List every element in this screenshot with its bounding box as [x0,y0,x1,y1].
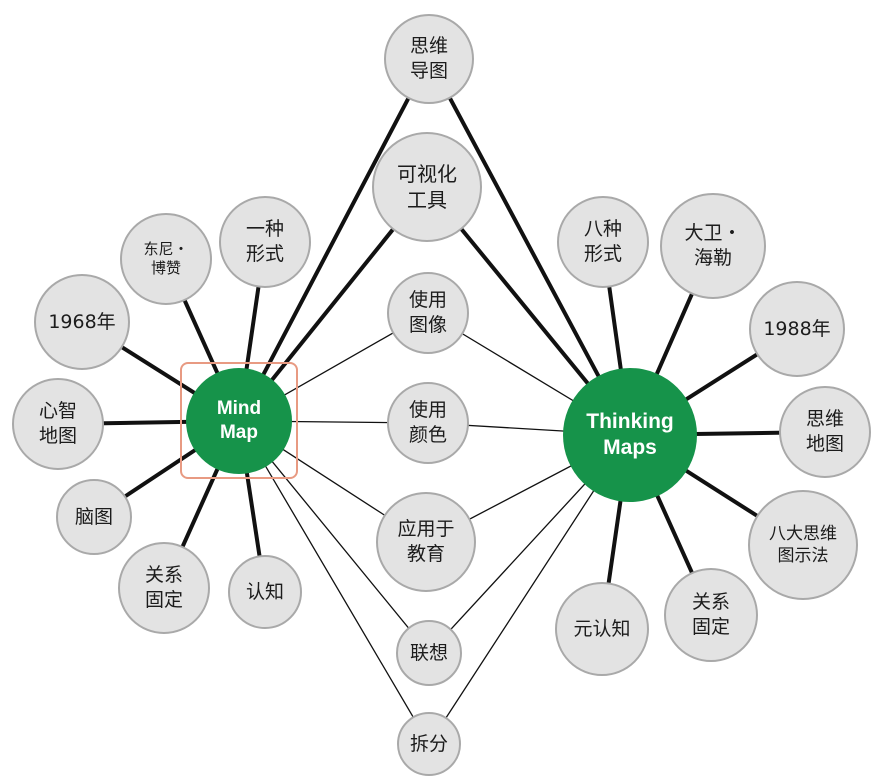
node-year-1968: 1968年 [34,274,130,370]
node-fixed-relations-right: 关系 固定 [664,568,758,662]
node-metacognition: 元认知 [555,582,649,676]
node-visual-tool: 可视化 工具 [372,132,482,242]
node-brain-map: 脑图 [56,479,132,555]
hub-mind-map: Mind Map [186,368,292,474]
node-thinking-map-cn: 思维 地图 [779,386,871,478]
node-fixed-relations-left: 关系 固定 [118,542,210,634]
node-association: 联想 [396,620,462,686]
node-a-form: 一种 形式 [219,196,311,288]
spoke-mind-map [237,57,431,423]
node-use-colors: 使用 颜色 [387,382,469,464]
node-year-1988: 1988年 [749,281,845,377]
hub-thinking-maps: Thinking Maps [563,368,697,502]
node-education: 应用于 教育 [376,492,476,592]
node-tony-buzan: 东尼・ 博赞 [120,213,212,305]
node-mind-map-cn: 心智 地图 [12,378,104,470]
spoke-thinking-maps [427,57,632,437]
node-use-images: 使用 图像 [387,272,469,354]
node-eight-methods: 八大思维 图示法 [748,490,858,600]
node-david-hyerle: 大卫・ 海勒 [660,193,766,299]
node-mind-mapping: 思维 导图 [384,14,474,104]
node-eight-forms: 八种 形式 [557,196,649,288]
link-mind-map [238,420,430,745]
node-decompose: 拆分 [397,712,461,776]
node-cognition: 认知 [228,555,302,629]
